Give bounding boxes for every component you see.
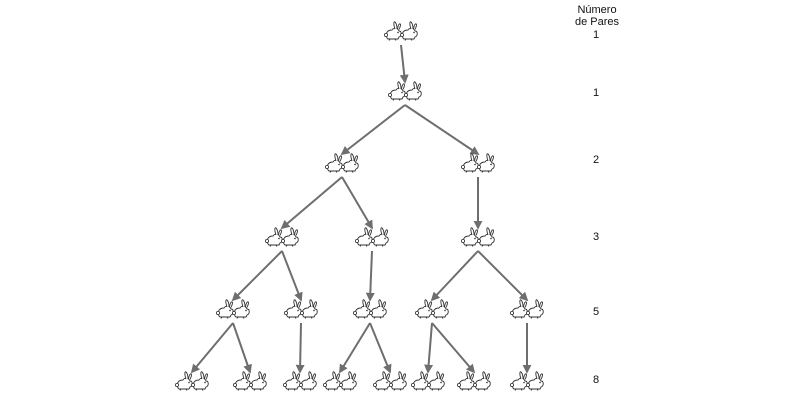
pair-count-generation-5: 5 [592, 306, 600, 318]
pair-count-generation-2: 1 [592, 87, 600, 99]
rabbit-pair-icon-11 [510, 300, 543, 319]
arrow-1-to-3 [404, 104, 480, 156]
arrow-4-to-8 [281, 250, 303, 302]
pair-count-generation-3: 2 [592, 154, 600, 166]
arrow-10-to-17 [424, 322, 434, 374]
pair-count-generation-1: 1 [592, 29, 600, 41]
pairs-header-line-2: de Pares [574, 16, 620, 28]
arrow-6-to-11 [477, 250, 529, 302]
rabbit-pair-icon-10 [415, 300, 448, 319]
arrow-6-to-10 [430, 250, 479, 302]
arrow-2-to-5 [341, 176, 373, 230]
arrow-0-to-1 [399, 44, 409, 84]
rabbit-pair-icon-16 [373, 372, 406, 391]
rabbit-pair-icon-7 [216, 300, 249, 319]
rabbit-pair-icon-4 [265, 228, 298, 247]
arrow-8-to-14 [295, 322, 305, 374]
pair-count-generation-4: 3 [592, 231, 600, 243]
rabbit-pair-icon-0 [384, 22, 417, 41]
rabbit-pair-icon-8 [284, 300, 317, 319]
rabbit-pair-icon-19 [510, 372, 543, 391]
rabbit-pair-icon-1 [388, 82, 421, 101]
arrow-2-to-4 [280, 176, 343, 230]
rabbit-pair-icon-14 [283, 372, 316, 391]
rabbit-pair-icon-3 [461, 154, 494, 173]
arrow-9-to-16 [369, 322, 392, 374]
arrow-9-to-15 [339, 322, 371, 374]
arrow-4-to-7 [231, 250, 283, 302]
arrow-5-to-9 [365, 250, 375, 302]
rabbit-pair-icon-6 [461, 228, 494, 247]
pairs-header: Número de Pares [555, 4, 639, 28]
arrow-7-to-13 [232, 322, 252, 374]
arrows-layer [190, 44, 532, 374]
rabbit-pair-icon-18 [457, 372, 490, 391]
arrow-10-to-18 [431, 322, 476, 374]
rabbit-pair-icon-13 [233, 372, 266, 391]
rabbit-pair-icon-12 [175, 372, 208, 391]
pair-count-generation-6: 8 [592, 374, 600, 386]
pairs-header-line-1: Número [577, 4, 617, 16]
rabbit-pair-icon-5 [355, 228, 388, 247]
rabbit-pair-icon-15 [323, 372, 356, 391]
arrow-1-to-2 [340, 104, 406, 156]
rabbit-pair-icon-2 [325, 154, 358, 173]
arrow-7-to-12 [190, 322, 234, 374]
rabbit-pair-icon-17 [411, 372, 444, 391]
rabbit-pair-icon-9 [353, 300, 386, 319]
